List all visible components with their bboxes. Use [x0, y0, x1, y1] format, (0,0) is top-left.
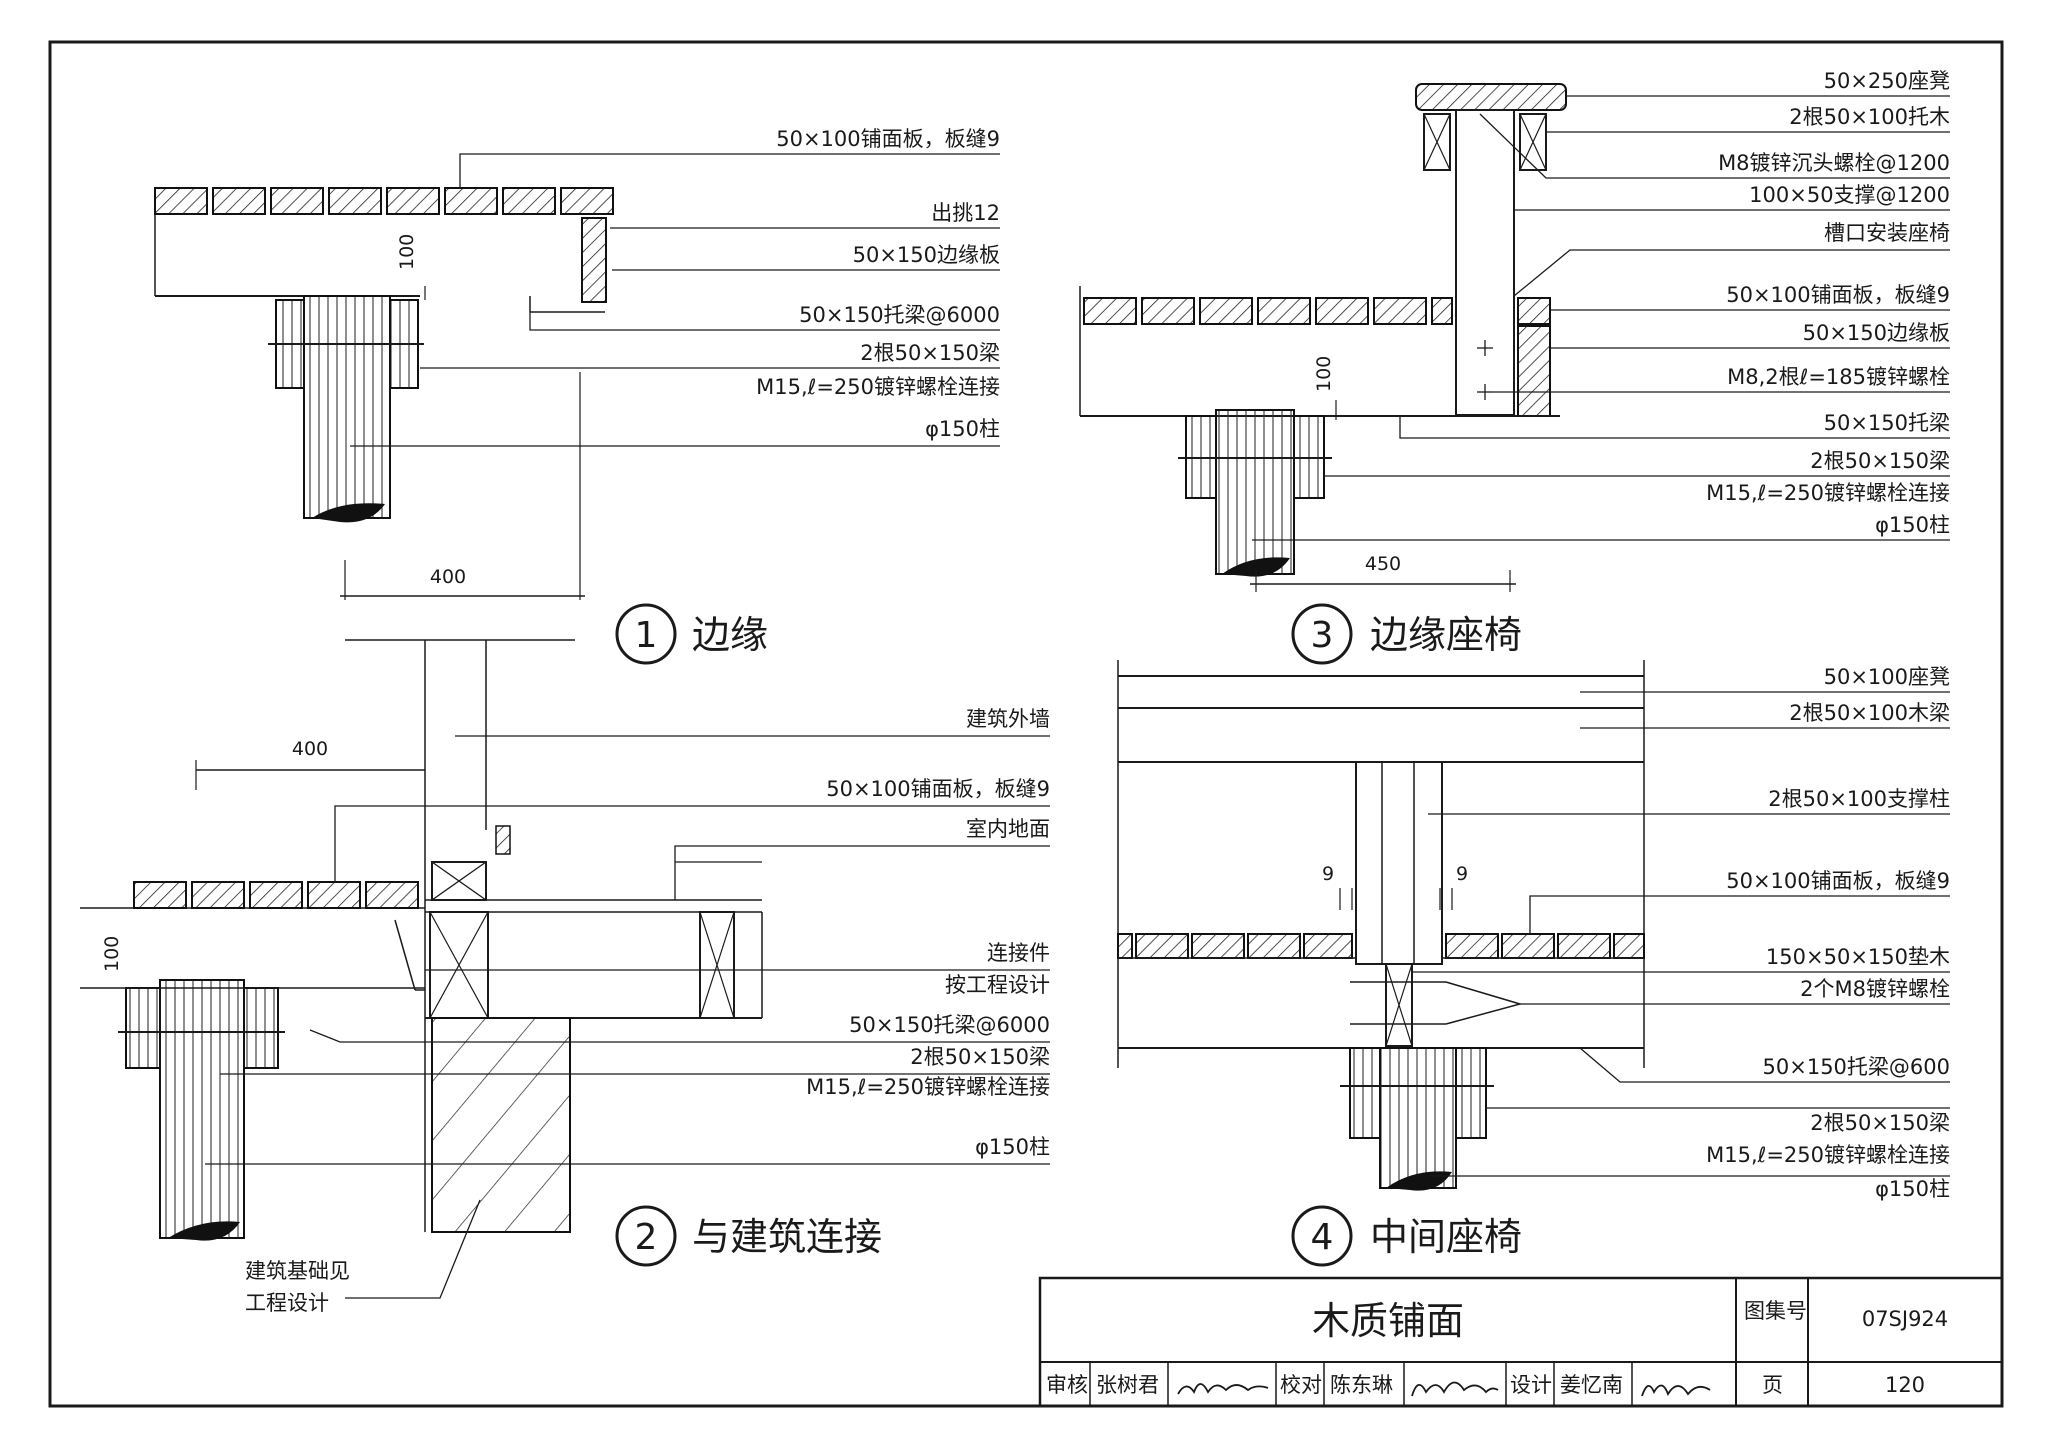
detail-4-title: 中间座椅: [1370, 1215, 1522, 1259]
d3-label-1: 50×250座凳: [1824, 69, 1950, 93]
detail-4-leaders: [1412, 691, 1950, 1177]
detail-1-edge: 100 400: [154, 187, 614, 600]
d4-label-9: M15,ℓ=250镀锌螺栓连接: [1706, 1143, 1950, 1167]
signature-reviewer: [1177, 1383, 1269, 1395]
detail-3-number: 3: [1311, 615, 1334, 656]
detail-1-title: 边缘: [692, 613, 768, 657]
dim-9-right: 9: [1456, 863, 1468, 885]
detail-4-number: 4: [1311, 1217, 1334, 1258]
detail-3-leaders: [1252, 95, 1950, 541]
d2-label-3: 室内地面: [966, 817, 1050, 841]
deck-boards: [154, 187, 614, 215]
d1-label-1: 50×100铺面板，板缝9: [776, 127, 1000, 151]
d2-label-6: 50×150托梁@6000: [849, 1013, 1050, 1037]
d4-label-2: 2根50×100木梁: [1789, 701, 1950, 725]
edge-board: [581, 217, 607, 303]
detail-4-middle-seat: 9 9: [1117, 660, 1645, 1191]
d2-label-8: M15,ℓ=250镀锌螺栓连接: [806, 1075, 1050, 1099]
detail-3-edge-seat: 100 450: [1079, 83, 1567, 592]
detail-1-number: 1: [635, 615, 658, 656]
d1-label-7: φ150柱: [925, 417, 1000, 441]
d3-label-6: 50×100铺面板，板缝9: [1726, 283, 1950, 307]
foundation-note-2: 工程设计: [245, 1291, 329, 1315]
detail-4-number-circle: [1291, 1205, 1353, 1267]
design-label: 设计: [1510, 1373, 1552, 1397]
d4-label-8: 2根50×150梁: [1810, 1111, 1950, 1135]
review-label: 审核: [1046, 1373, 1088, 1397]
atlas-label: 图集号: [1744, 1299, 1807, 1323]
d4-label-4: 50×100铺面板，板缝9: [1726, 869, 1950, 893]
foundation-wall: [431, 1017, 571, 1233]
d3-label-9: 50×150托梁: [1824, 411, 1950, 435]
signature-checker: [1411, 1381, 1499, 1397]
d1-label-4: 50×150托梁@6000: [799, 303, 1000, 327]
dim-100-d3: 100: [1313, 356, 1335, 392]
d2-label-7: 2根50×150梁: [910, 1045, 1050, 1069]
signature-designer: [1641, 1384, 1711, 1397]
d1-label-3: 50×150边缘板: [853, 243, 1000, 267]
d3-label-12: φ150柱: [1875, 513, 1950, 537]
seat-board: [1415, 83, 1567, 111]
d1-label-5: 2根50×150梁: [860, 341, 1000, 365]
reviewer-name: 张树君: [1096, 1373, 1159, 1397]
d3-label-4: 100×50支撑@1200: [1749, 183, 1950, 207]
sheet-border: [48, 40, 2004, 1408]
dim-9-left: 9: [1322, 863, 1334, 885]
page-label: 页: [1762, 1373, 1783, 1397]
atlas-number: 07SJ924: [1862, 1307, 1948, 1331]
d4-label-3: 2根50×100支撑柱: [1768, 787, 1950, 811]
dim-100: 100: [396, 234, 418, 270]
d2-label-2: 50×100铺面板，板缝9: [826, 777, 1050, 801]
detail-1-number-circle: [615, 603, 677, 665]
drawing-title: 木质铺面: [1312, 1299, 1464, 1343]
detail-1-leaders: [350, 153, 1000, 447]
d3-label-2: 2根50×100托木: [1789, 105, 1950, 129]
d3-label-11: M15,ℓ=250镀锌螺栓连接: [1706, 481, 1950, 505]
deck-boards-4: [1117, 933, 1645, 959]
d4-label-5: 150×50×150垫木: [1766, 945, 1950, 969]
dim-400-d2: 400: [292, 738, 328, 760]
d3-label-5: 槽口安装座椅: [1824, 221, 1950, 245]
d3-label-7: 50×150边缘板: [1803, 321, 1950, 345]
checker-name: 陈东琳: [1330, 1373, 1393, 1397]
detail-2-leaders: [205, 735, 1050, 1299]
d2-label-5: 按工程设计: [945, 973, 1050, 997]
post: [303, 295, 391, 519]
designer-name: 姜忆南: [1560, 1373, 1623, 1397]
d1-label-6: M15,ℓ=250镀锌螺栓连接: [756, 375, 1000, 399]
detail-2-number-circle: [615, 1205, 677, 1267]
d3-label-8: M8,2根ℓ=185镀锌螺栓: [1727, 365, 1950, 389]
d4-label-1: 50×100座凳: [1824, 665, 1950, 689]
d2-label-4: 连接件: [987, 941, 1050, 965]
d2-label-9: φ150柱: [975, 1135, 1050, 1159]
d3-label-10: 2根50×150梁: [1810, 449, 1950, 473]
deck-boards-3: [1083, 297, 1551, 325]
d1-label-2: 出挑12: [931, 201, 1000, 225]
d4-label-7: 50×150托梁@600: [1763, 1055, 1950, 1079]
detail-2-building-connection: 100 400: [80, 639, 763, 1241]
title-block: [1038, 1276, 2004, 1408]
detail-3-title: 边缘座椅: [1370, 613, 1522, 657]
detail-2-number: 2: [635, 1217, 658, 1258]
d2-label-1: 建筑外墙: [966, 707, 1050, 731]
dim-100-d2: 100: [101, 936, 123, 972]
d3-label-3: M8镀锌沉头螺栓@1200: [1718, 151, 1950, 175]
dim-450: 450: [1365, 553, 1401, 575]
detail-3-number-circle: [1291, 603, 1353, 665]
dim-400: 400: [430, 566, 466, 588]
seat-support: [1455, 109, 1515, 416]
deck-boards-2: [133, 881, 419, 909]
d4-label-10: φ150柱: [1875, 1177, 1950, 1201]
d4-label-6: 2个M8镀锌螺栓: [1800, 977, 1950, 1001]
foundation-note-1: 建筑基础见: [245, 1259, 350, 1283]
page-number: 120: [1885, 1373, 1925, 1397]
check-label: 校对: [1280, 1373, 1322, 1397]
detail-2-title: 与建筑连接: [692, 1215, 882, 1259]
